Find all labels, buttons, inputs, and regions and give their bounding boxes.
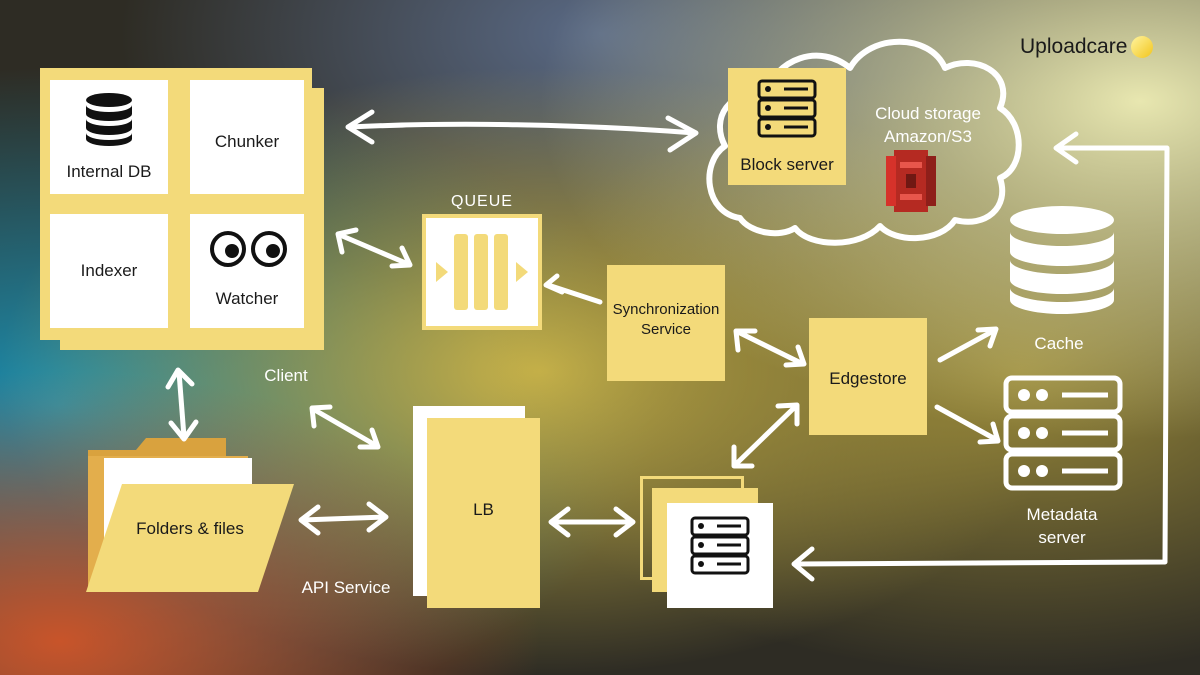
brand-name: Uploadcare	[1020, 35, 1128, 58]
queue-icon	[436, 234, 528, 310]
eyes-icon	[210, 231, 287, 267]
edgestore-box: Edgestore	[809, 318, 927, 435]
queue-title: QUEUE	[451, 193, 513, 210]
queue-box	[422, 214, 542, 330]
chunker-label: Chunker	[214, 132, 280, 151]
cloud-line1: Cloud storage	[875, 104, 981, 123]
edgestore-label: Edgestore	[829, 369, 907, 388]
sync-service-line1: Synchronization	[612, 301, 720, 318]
indexer-label: Indexer	[80, 261, 138, 280]
api-service-label: API Service	[301, 578, 391, 597]
sync-service-line2: Service	[640, 321, 692, 338]
folder-icon	[86, 438, 294, 592]
sync-service-box: Synchronization Service	[607, 265, 725, 381]
brand-dot-icon	[1131, 36, 1154, 58]
cloud-line2: Amazon/S3	[884, 127, 972, 146]
chunker-box: Chunker	[190, 80, 304, 194]
metadata-server-icon	[1003, 375, 1123, 491]
watcher-label: Watcher	[215, 289, 279, 308]
cache-label: Cache	[1034, 334, 1084, 353]
queue-inner	[426, 218, 538, 326]
lb-box: LB	[427, 418, 540, 608]
api-server-box	[667, 503, 773, 608]
lb-label: LB	[473, 500, 494, 519]
cache-db-icon	[1010, 206, 1114, 314]
block-server-label: Block server	[740, 155, 834, 174]
server-icon	[757, 79, 817, 138]
internal-db-box: Internal DB	[50, 80, 168, 194]
block-server-box: Block server	[728, 68, 846, 185]
metadata-server-line1: Metadata	[1026, 505, 1098, 524]
client-caption: Client	[264, 366, 308, 385]
watcher-box: Watcher	[190, 214, 304, 328]
metadata-server-line2: server	[1038, 528, 1086, 547]
folders-label: Folders & files	[136, 519, 244, 538]
aws-s3-icon	[886, 150, 936, 212]
internal-db-label: Internal DB	[66, 162, 152, 181]
database-icon	[86, 93, 132, 146]
server-icon	[690, 516, 750, 575]
brand-logo: Uploadcare	[1020, 33, 1154, 61]
indexer-box: Indexer	[50, 214, 168, 328]
